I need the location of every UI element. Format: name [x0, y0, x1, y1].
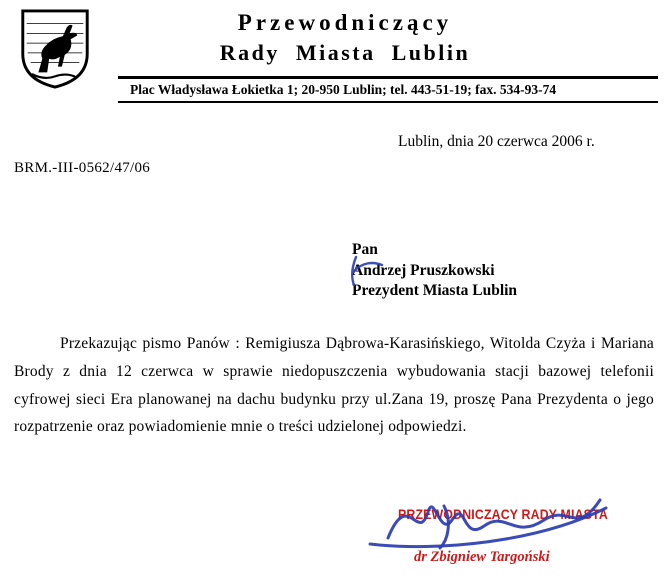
- recipient-block: Pan Andrzej Pruszkowski Prezydent Miasta…: [351, 240, 518, 302]
- recipient-title: Prezydent Miasta Lublin: [352, 282, 518, 299]
- header-divider-bottom: [118, 101, 658, 103]
- recipient-name: Andrzej Pruszkowski: [352, 261, 495, 279]
- reference-number: BRM.-III-0562/47/06: [14, 160, 151, 176]
- letter-body: Przekazując pismo Panów : Remigiusza Dąb…: [14, 335, 654, 436]
- letterhead-title-line2: Rady Miasta Lublin: [219, 40, 471, 65]
- stamp-title: PRZEWODNICZĄCY RADY MIASTA: [398, 506, 608, 522]
- lublin-coat-of-arms-icon: [21, 9, 89, 89]
- signer-name: dr Zbigniew Targoński: [414, 549, 550, 565]
- letterhead-address: Plac Władysława Łokietka 1; 20-950 Lubli…: [130, 82, 557, 97]
- handwritten-signature-icon: [368, 498, 608, 550]
- header-divider-top: [118, 76, 658, 79]
- recipient-salutation: Pan: [352, 241, 378, 258]
- signature-area: PRZEWODNICZĄCY RADY MIASTA dr Zbigniew T…: [330, 470, 660, 575]
- recipient-name-row: Andrzej Pruszkowski: [351, 255, 517, 286]
- date-line: Lublin, dnia 20 czerwca 2006 r.: [398, 133, 595, 150]
- letterhead-title-line1: Przewodniczący: [237, 10, 453, 35]
